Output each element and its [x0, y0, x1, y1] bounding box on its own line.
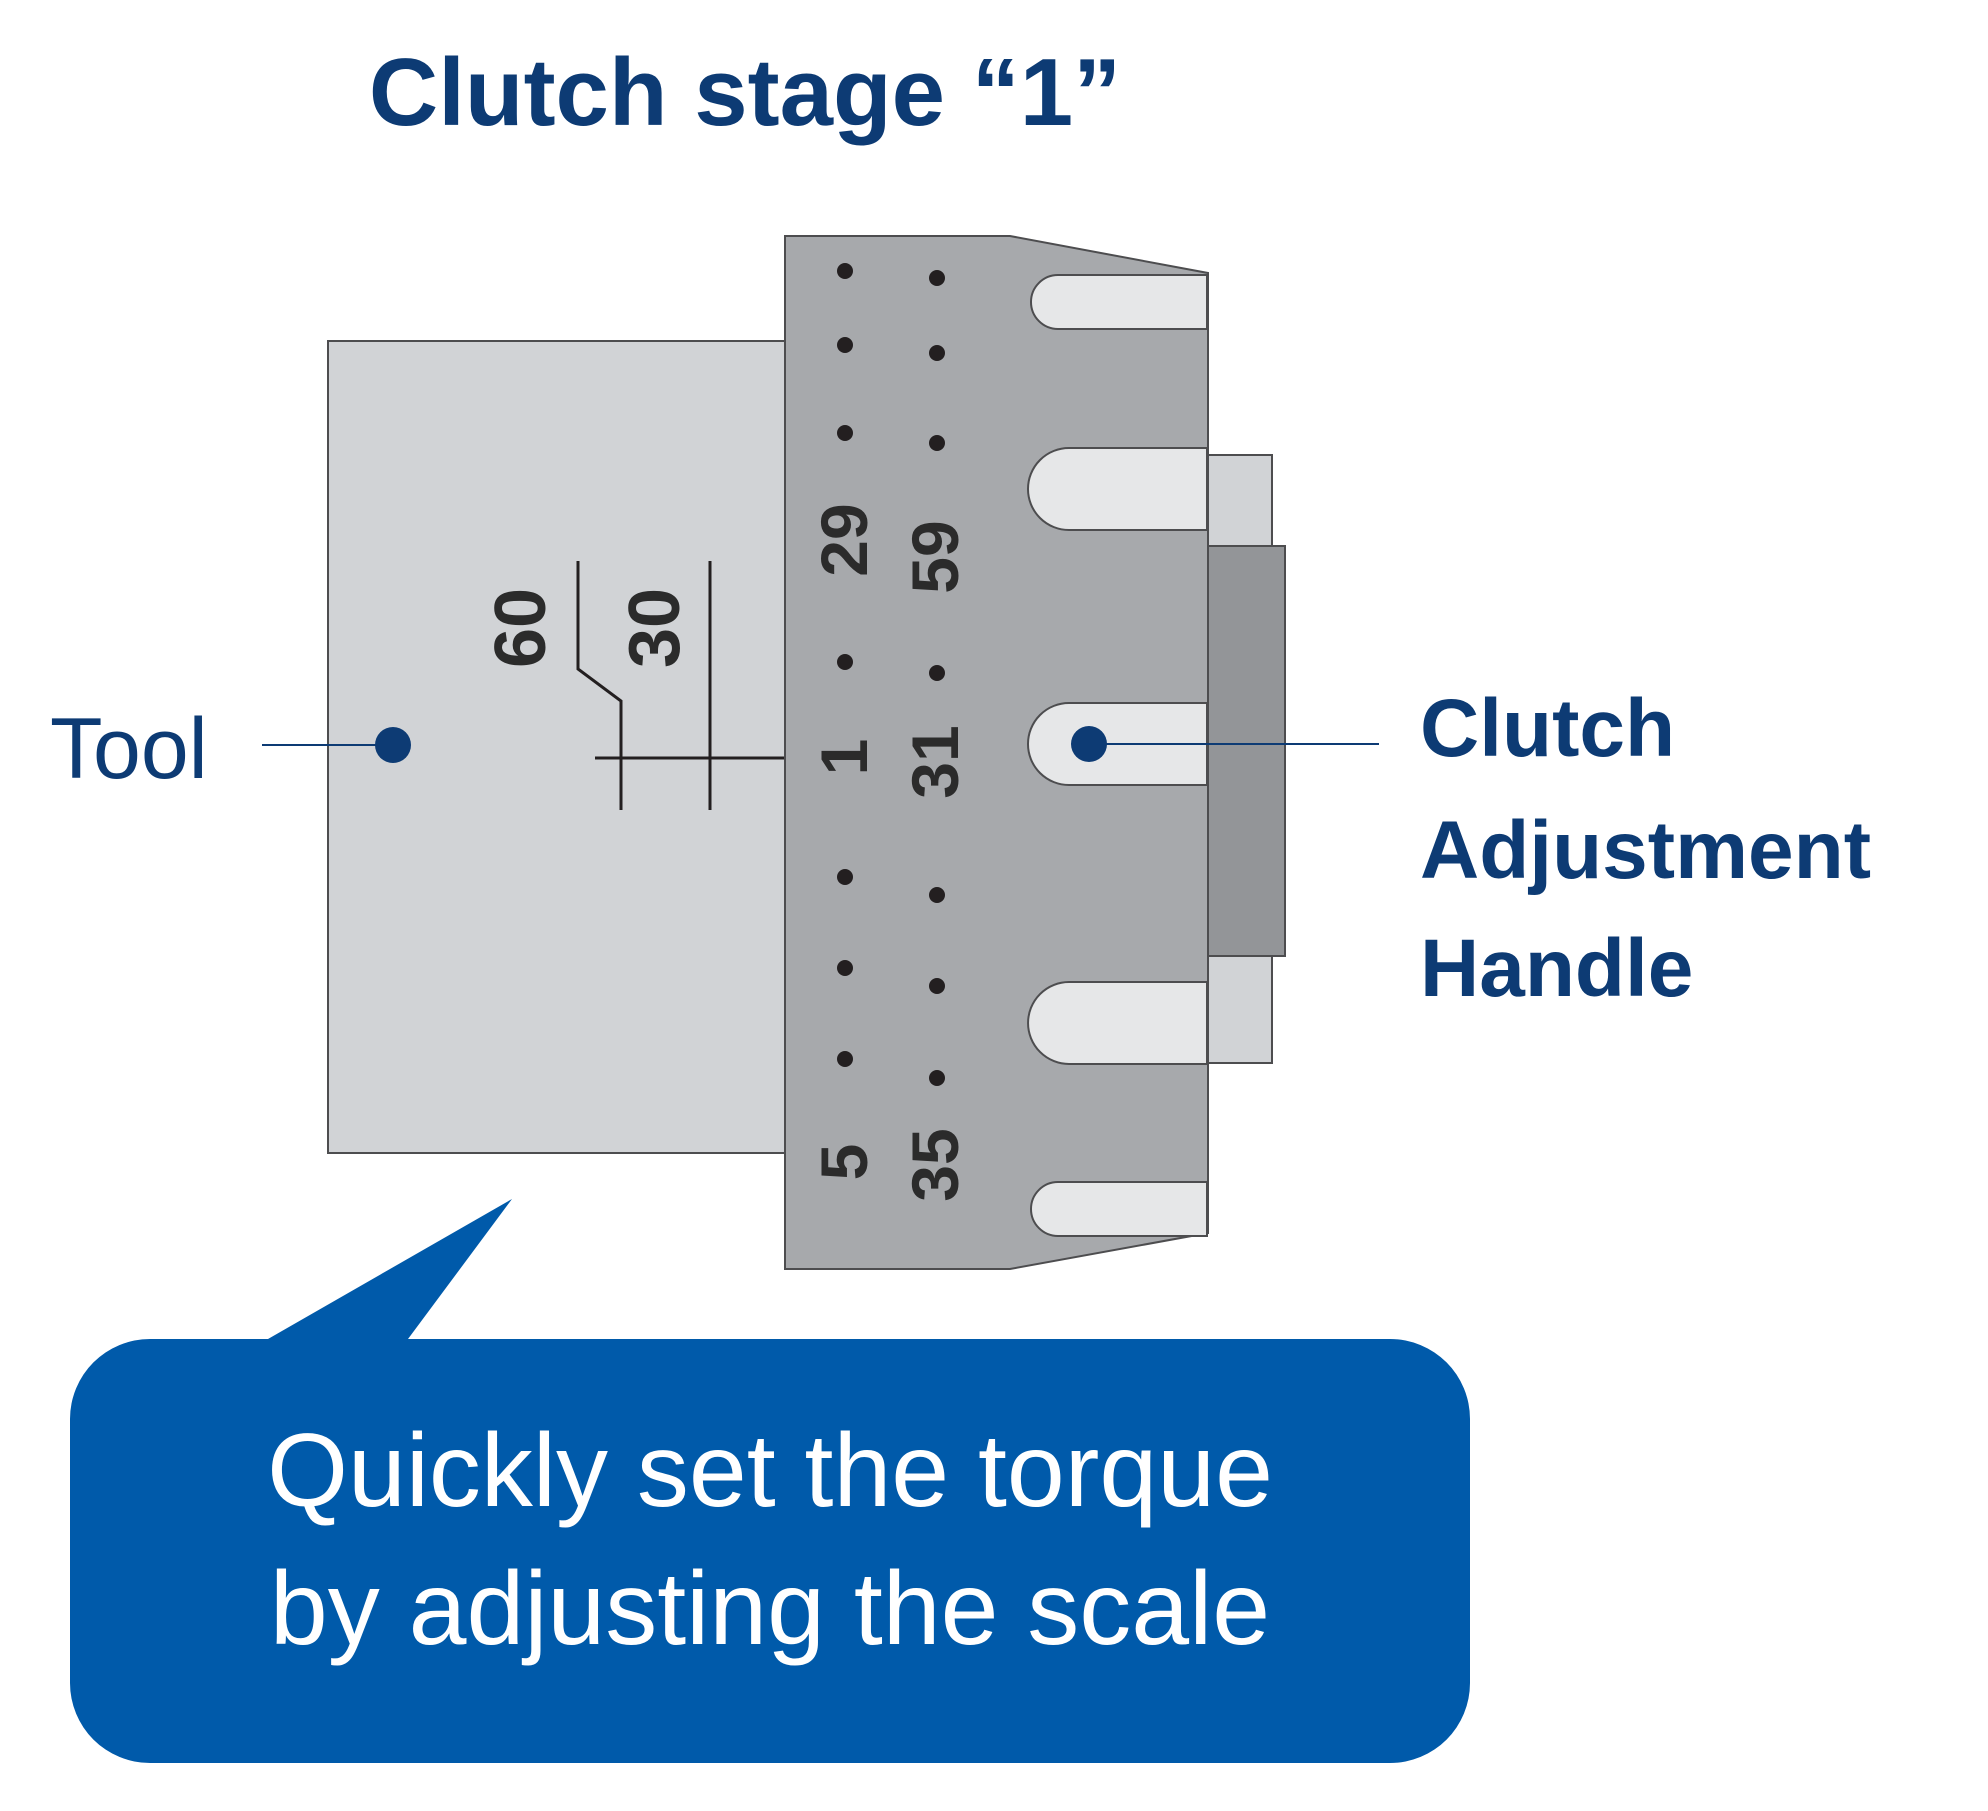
handle-scale-dots — [837, 263, 945, 1086]
handle-label-line2: Adjustment — [1420, 805, 1871, 896]
handle-label-line1: Clutch — [1420, 683, 1675, 774]
tool-body — [327, 340, 859, 1154]
handle-callout-dot — [1071, 726, 1107, 762]
bubble-text-line2: by adjusting the scale — [270, 1551, 1270, 1667]
tool-scale-30: 30 — [615, 588, 695, 668]
handle-collar — [1204, 545, 1286, 957]
tool-scale-lines — [576, 561, 790, 810]
handle-slots — [1027, 274, 1208, 1237]
handle-scale-5: 5 — [807, 1144, 881, 1181]
tool-scale-60: 60 — [481, 588, 561, 668]
handle-slot — [1030, 1181, 1208, 1237]
diagram-title: Clutch stage “1” — [369, 39, 1121, 146]
handle-scale-31: 31 — [898, 725, 972, 798]
handle-slot — [1030, 274, 1208, 330]
bubble-text-line1: Quickly set the torque — [267, 1413, 1273, 1529]
speech-bubble — [70, 1199, 1470, 1763]
handle-slot — [1027, 981, 1208, 1065]
handle-scale-29: 29 — [807, 503, 881, 576]
handle-slot — [1027, 447, 1208, 531]
tool-callout-dot — [375, 727, 411, 763]
handle-label-line3: Handle — [1420, 923, 1693, 1014]
tool-label: Tool — [50, 701, 208, 797]
handle-scale-1: 1 — [807, 739, 881, 776]
handle-scale-59: 59 — [898, 520, 972, 593]
handle-scale-35: 35 — [898, 1128, 972, 1201]
